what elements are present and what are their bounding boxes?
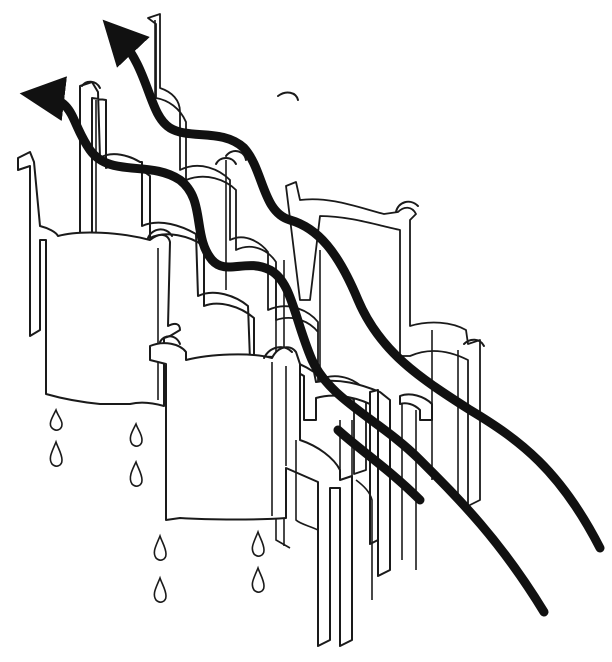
airflow-arrows xyxy=(19,19,605,617)
droplet xyxy=(251,565,265,593)
droplet xyxy=(251,529,265,557)
airflow-arrow-top xyxy=(102,19,605,553)
droplet xyxy=(153,533,167,561)
droplet xyxy=(129,421,143,447)
airflow-arrow-bottom xyxy=(333,425,425,505)
droplet xyxy=(49,439,63,467)
airflow-arrow-middle xyxy=(19,76,549,617)
droplet xyxy=(49,407,63,431)
vane-plate-back xyxy=(147,13,485,507)
water-droplets xyxy=(49,407,265,603)
droplet xyxy=(129,459,143,487)
droplet xyxy=(153,575,167,603)
vane-plate-front xyxy=(17,151,373,647)
